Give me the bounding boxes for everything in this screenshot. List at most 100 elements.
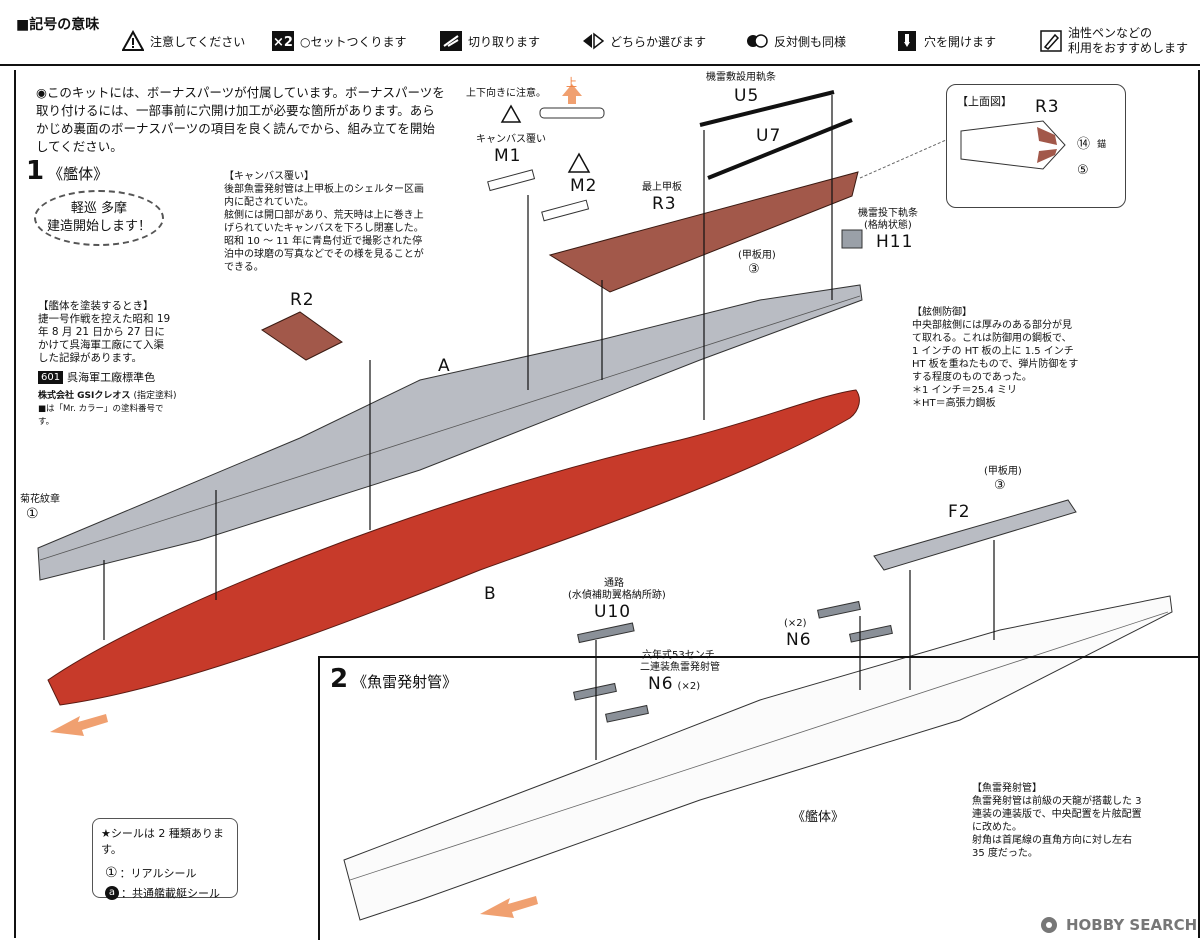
- drill-hole-icon: [898, 31, 916, 51]
- part-label-n6-top: N6: [786, 630, 812, 650]
- part-label-n6: N6: [648, 674, 674, 694]
- paint-note: 【艦体を塗装するとき】 捷一号作戦を控えた昭和 19 年 8 月 21 日から …: [38, 300, 178, 429]
- decal-note: ★シールは 2 種類あります。 ① ：リアルシール a ：共通艦載艇シール: [92, 818, 238, 901]
- inset-part-r3: R3: [1035, 97, 1060, 117]
- callout-5: ⑤: [1077, 163, 1089, 178]
- paint-footnote: ■は「Mr. カラー」の塗料番号です。: [38, 404, 164, 427]
- part-label-u5: U5: [734, 86, 760, 106]
- legend-item-cut: 切り取ります: [440, 30, 540, 52]
- legend-label-choose: どちらか選びます: [610, 34, 707, 49]
- decal-mark-2: a: [105, 886, 119, 900]
- step1-number: 1: [26, 156, 45, 186]
- decal-mark-1: ①: [105, 865, 118, 881]
- canvas-note-line: 昭和 10 ～ 11 年に青島付近で撮影された停: [224, 236, 423, 247]
- legend-label-set: ○セットつくります: [300, 34, 407, 49]
- armor-note-line: 中央部舷側には厚みのある部分が見: [912, 320, 1072, 331]
- torpedo-note-line: 連装の連装版で、中央配置を片舷配置: [972, 809, 1142, 820]
- part-label-b: B: [484, 584, 497, 604]
- decal-label-1: ：リアルシール: [119, 867, 197, 880]
- page-frame: [14, 70, 1200, 938]
- canvas-note-line: 後部魚雷発射管は上甲板上のシェルター区画: [224, 184, 424, 195]
- part-r2: [260, 311, 343, 361]
- u10-desc2: (水偵補助翼格納所跡): [568, 590, 666, 601]
- torpedo-note-line: 35 度だった。: [972, 848, 1038, 859]
- decal-item-1: ① ：リアルシール: [105, 865, 237, 881]
- legend-label-drill: 穴を開けます: [924, 34, 997, 49]
- paint-maker-row: 株式会社 GSIクレオス (指定塗料): [38, 390, 178, 403]
- part-label-m1: M1: [494, 146, 522, 166]
- legend-title: ■記号の意味: [16, 17, 100, 33]
- legend-item-pen: 油性ペンなどの 利用をおすすめします: [1040, 26, 1188, 56]
- watermark: HOBBY SEARCH: [1040, 916, 1197, 934]
- part-u10: [577, 622, 635, 644]
- step2-number: 2: [330, 664, 349, 694]
- bow-arrow-icon: [480, 896, 538, 918]
- part-f2: [873, 499, 1077, 571]
- part-label-a: A: [438, 356, 451, 376]
- canvas-m1: [487, 169, 536, 192]
- legend-label-pen: 油性ペンなどの 利用をおすすめします: [1068, 26, 1188, 56]
- watermark-text: HOBBY SEARCH: [1066, 916, 1198, 934]
- choose-either-icon: [583, 32, 604, 50]
- paint-note-line: 捷一号作戦を控えた昭和 19: [38, 313, 171, 325]
- paint-note-title: 【艦体を塗装するとき】: [38, 300, 154, 312]
- cut-icon: [440, 31, 462, 51]
- armor-note-title: 【舷側防御】: [912, 307, 972, 318]
- n6-mult: (×2): [677, 681, 701, 692]
- warning-triangle-icon: [567, 152, 591, 173]
- paint-note-line: かけて呉海軍工廠にて入渠: [38, 339, 164, 351]
- step2-title: 《魚雷発射管》: [352, 673, 458, 691]
- h11-desc2: (格納状態): [864, 220, 912, 231]
- legend-item-caution: 注意してください: [122, 30, 245, 52]
- decal-note-title: ★シールは 2 種類あります。: [101, 827, 224, 856]
- rail-u5: [699, 90, 835, 127]
- warning-triangle-icon: [122, 30, 144, 51]
- callout-3b: ③: [994, 478, 1006, 493]
- canvas-note-line: できる。: [224, 262, 264, 273]
- armor-note-line: ＊HT＝高張力鋼板: [912, 398, 996, 409]
- step2-heading: 2 《魚雷発射管》: [330, 664, 457, 694]
- orientation-part: [539, 107, 605, 119]
- top-view-inset: 【上面図】 R3 ⑭ 錨 ⑤: [946, 84, 1126, 208]
- armor-note-line: HT 板を重ねたもので、弾片防御をす: [912, 359, 1079, 370]
- part-n6: [849, 624, 893, 643]
- callout-14: ⑭: [1077, 137, 1091, 152]
- times-two-icon: ×2: [272, 31, 294, 51]
- deck-use-label: (甲板用): [738, 250, 776, 261]
- torpedo-note-title: 【魚雷発射管】: [972, 783, 1042, 794]
- torpedo-note-line: 魚雷発射管は前級の天龍が搭載した 3: [972, 796, 1142, 807]
- warning-triangle-icon: [500, 104, 522, 123]
- orientation-note: 上下向きに注意。: [466, 88, 546, 99]
- hull-lower-b: [47, 389, 860, 706]
- intro-text: ◉このキットには、ボーナスパーツが付属しています。ボーナスパーツを取り付けるには…: [36, 85, 445, 154]
- paint-note-line: した記録があります。: [38, 352, 142, 364]
- up-label: 上: [566, 76, 577, 89]
- callout-1: ①: [26, 506, 39, 522]
- n6-desc1: 六年式53センチ: [642, 650, 715, 661]
- inset-deck-drawing: [960, 120, 1066, 170]
- paint-pen-icon: [1040, 30, 1062, 52]
- paint-maker-note: (指定塗料): [133, 391, 177, 401]
- canvas-note-line: 内に配されていた。: [224, 197, 314, 208]
- canvas-cover-note: 【キャンバス覆い】 後部魚雷発射管は上甲板上のシェルター区画 内に配されていた。…: [224, 170, 424, 274]
- armor-note-line: ＊1 インチ＝25.4 ミリ: [912, 385, 1017, 396]
- decal-item-2: a ：共通艦載艇シール: [105, 885, 237, 901]
- paint-color-row: 601 呉海軍工廠標準色: [38, 371, 178, 384]
- legend-label-pen-line1: 油性ペンなどの: [1068, 26, 1153, 40]
- r3-desc: 最上甲板: [642, 182, 682, 193]
- up-arrow-icon: [562, 84, 582, 104]
- decal-label-2: ：共通艦載艇シール: [121, 887, 220, 900]
- n6-top-mult: (×2): [784, 618, 807, 629]
- canvas-note-line: 泊中の球磨の写真などでその様を見ることが: [224, 249, 424, 260]
- part-label-r2: R2: [290, 290, 315, 310]
- m1-desc: キャンバス覆い: [476, 134, 546, 145]
- legend-item-mirror: 反対側も同様: [746, 30, 846, 52]
- chrysanthemum-label: 菊花紋章: [20, 494, 60, 505]
- part-label-r3: R3: [652, 194, 677, 214]
- hobby-search-logo-icon: [1041, 917, 1057, 933]
- callout-3: ③: [748, 262, 760, 277]
- part-label-u10: U10: [594, 602, 632, 622]
- legend-item-set: ×2 ○セットつくります: [272, 30, 406, 52]
- armor-note-line: する程度のものであった。: [912, 372, 1032, 383]
